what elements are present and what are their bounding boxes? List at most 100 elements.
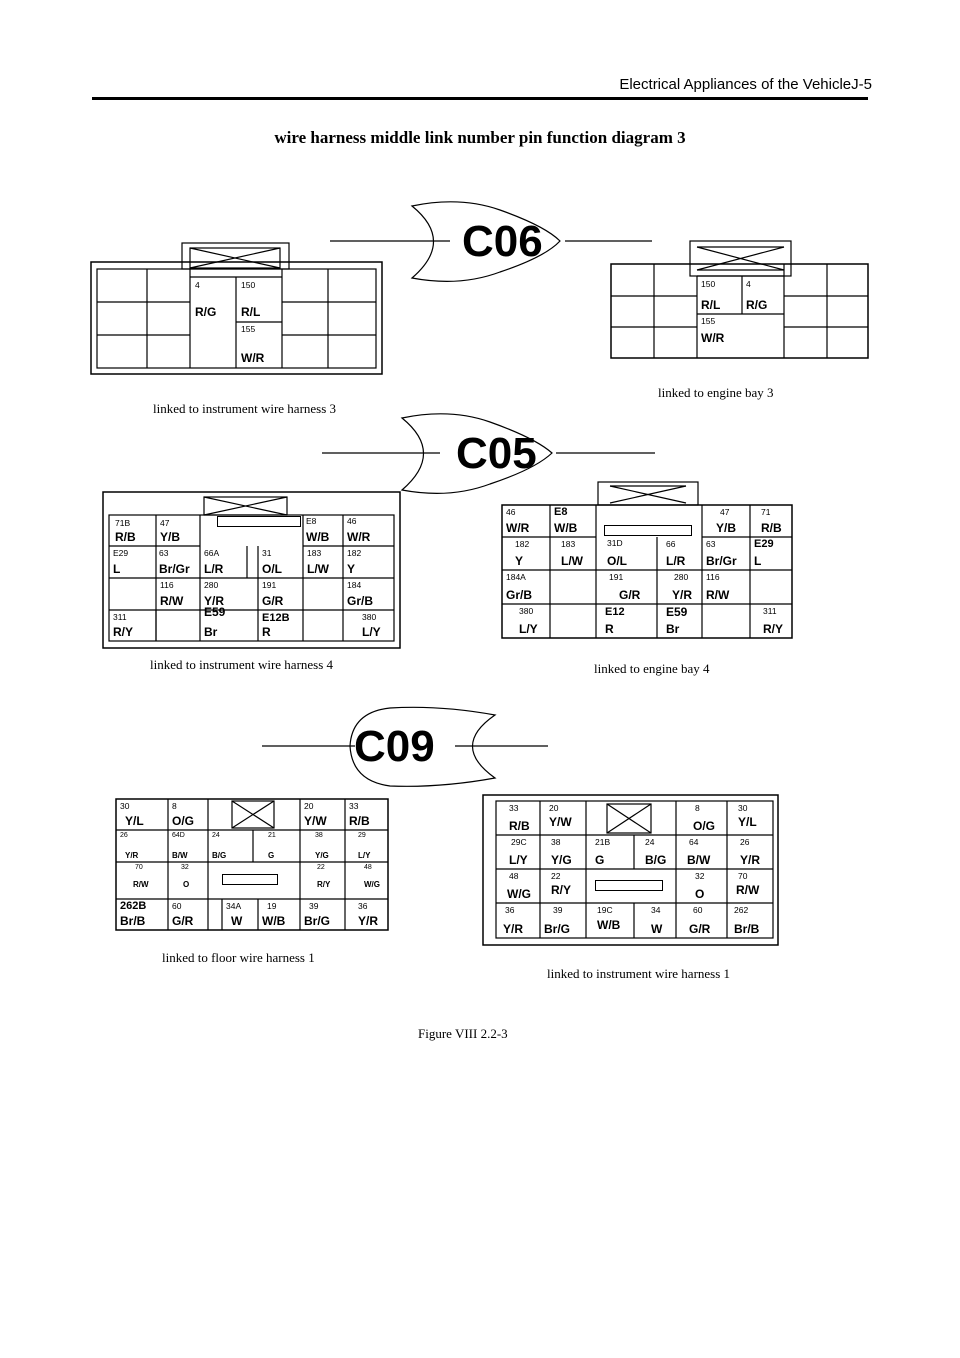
c09-right-latch — [595, 880, 663, 891]
c09-symbol — [262, 706, 548, 787]
c05-left-caption: linked to instrument wire harness 4 — [150, 657, 334, 672]
header-rule — [92, 97, 868, 100]
c05-left-latch — [217, 516, 301, 527]
c09-right-caption: linked to instrument wire harness 1 — [547, 966, 731, 981]
c06-left-caption: linked to instrument wire harness 3 — [153, 401, 337, 416]
c05-symbol — [322, 413, 655, 494]
page-header: Electrical Appliances of the VehicleJ-5 — [619, 76, 872, 93]
c09-left-caption: linked to floor wire harness 1 — [162, 950, 315, 965]
c09-left-latch — [222, 874, 278, 885]
c06-right-caption: linked to engine bay 3 — [658, 385, 774, 400]
c05-right-caption: linked to engine bay 4 — [594, 661, 710, 676]
c09-label: C09 — [354, 722, 435, 771]
c05-label: C05 — [456, 429, 537, 478]
diagram-title: wire harness middle link number pin func… — [274, 128, 686, 147]
c06-label: C06 — [462, 217, 543, 266]
c06-symbol — [330, 201, 652, 282]
c05-right-latch — [604, 525, 692, 536]
